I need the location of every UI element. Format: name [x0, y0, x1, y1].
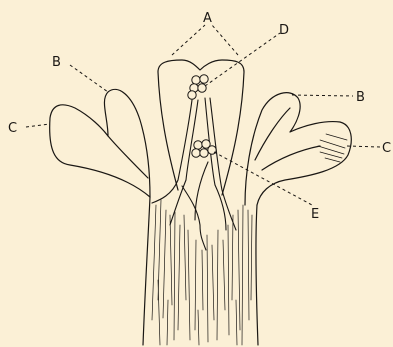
anther-cluster-e: [192, 140, 216, 157]
right-petal: [245, 93, 351, 205]
leader-b-right: [292, 95, 353, 96]
leader-e: [214, 152, 312, 205]
leader-c-left: [26, 124, 50, 127]
label-e: E: [311, 207, 319, 222]
label-b-left: B: [52, 55, 61, 70]
leader-a-right: [212, 25, 238, 55]
filaments: [152, 98, 236, 250]
label-d: D: [279, 23, 289, 38]
label-a: A: [203, 11, 212, 26]
leader-a-left: [172, 25, 205, 55]
right-petal-shading: [318, 134, 347, 162]
leader-lines: [26, 25, 380, 205]
label-c-right: C: [382, 141, 391, 156]
leader-d: [205, 33, 280, 86]
left-petal: [50, 89, 150, 197]
leader-b-left: [70, 65, 108, 92]
label-c-left: C: [8, 121, 17, 136]
anther-cluster-d: [188, 75, 208, 99]
labels: A B B C C D E: [8, 11, 391, 222]
label-b-right: B: [356, 90, 365, 105]
stalk-hatching: [152, 200, 252, 345]
leader-c-right: [347, 146, 380, 147]
